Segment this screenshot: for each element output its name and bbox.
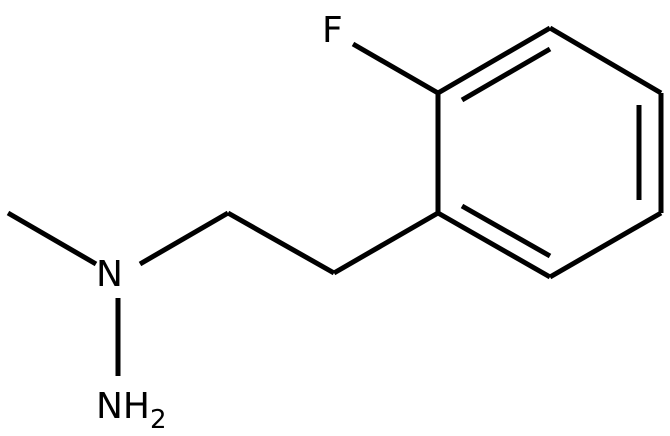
ring-bond-c4-c5 bbox=[548, 210, 663, 280]
fluorine-label: F bbox=[322, 10, 343, 51]
bond-ch2-nitrogen bbox=[138, 210, 230, 267]
bond-methyl-nitrogen bbox=[6, 210, 98, 267]
ring-double-bond-inner-1 bbox=[460, 46, 552, 103]
amine-subscript: 2 bbox=[150, 405, 167, 435]
benzene-ring bbox=[435, 25, 664, 280]
ring-double-bond-inner-3 bbox=[460, 203, 552, 259]
ring-bond-c1-c2 bbox=[436, 25, 552, 96]
ring-bond-c5-c6 bbox=[436, 210, 552, 280]
bond-c1-fluorine bbox=[351, 41, 440, 96]
bond-chain-ch2 bbox=[226, 210, 336, 276]
nitrogen-label: N bbox=[96, 254, 123, 295]
amine-label: NH2 bbox=[96, 386, 167, 435]
bond-ring-chain bbox=[332, 210, 440, 276]
ring-bond-c2-c3 bbox=[548, 25, 663, 96]
